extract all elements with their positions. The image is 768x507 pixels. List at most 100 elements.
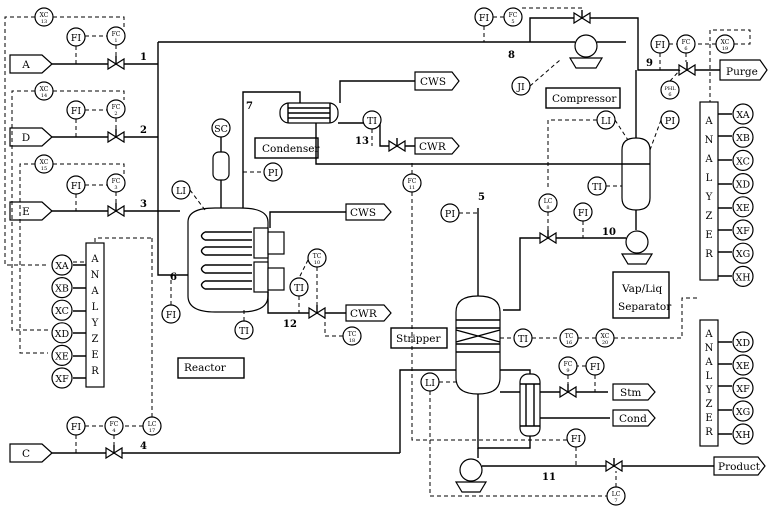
- valve-c[interactable]: [105, 445, 123, 460]
- fc6-controller: FC6: [676, 34, 696, 54]
- analyzer-label: XF: [55, 374, 69, 385]
- analyzer-xf-indicator: XF: [732, 377, 754, 399]
- svg-text:E: E: [22, 206, 30, 218]
- svg-text:18: 18: [349, 338, 355, 344]
- svg-text:PI: PI: [445, 209, 455, 220]
- svg-text:14: 14: [41, 93, 47, 99]
- svg-text:FI: FI: [578, 208, 589, 219]
- analyzer-label: XD: [736, 180, 751, 191]
- svg-text:TI: TI: [294, 283, 304, 294]
- purge-stream: Purge: [719, 59, 768, 81]
- svg-text:1: 1: [114, 38, 117, 44]
- ti-stripper: TI: [513, 328, 533, 348]
- svg-text:JI: JI: [516, 82, 525, 93]
- valve-purge[interactable]: [678, 62, 696, 77]
- svg-text:PHL: PHL: [664, 86, 676, 92]
- valve-steam[interactable]: [559, 384, 577, 399]
- svg-text:FC: FC: [682, 39, 691, 46]
- fi-product: FI: [566, 428, 586, 448]
- svg-text:Product: Product: [718, 461, 761, 473]
- cwr-condenser: CWR: [414, 137, 460, 155]
- svg-text:FC: FC: [112, 178, 121, 185]
- svg-text:CWS: CWS: [350, 207, 376, 219]
- svg-text:Reactor: Reactor: [184, 362, 227, 374]
- feed-a: A: [9, 54, 53, 74]
- analyzer-xd-indicator: XD: [732, 173, 754, 195]
- svg-text:XC: XC: [40, 159, 49, 166]
- lc7-controller: LC7: [606, 486, 626, 506]
- svg-text:6: 6: [170, 272, 177, 283]
- svg-text:Cond: Cond: [619, 413, 647, 425]
- ti-separator: TI: [587, 176, 607, 196]
- valve-product[interactable]: [605, 458, 623, 473]
- svg-text:XC: XC: [40, 86, 49, 93]
- svg-text:LC: LC: [148, 421, 157, 428]
- valve-recycle[interactable]: [573, 10, 591, 25]
- analyzer-xa-indicator: XA: [732, 103, 754, 125]
- analyzer-label: XC: [736, 156, 750, 167]
- analyzer-xb-indicator: XB: [51, 277, 73, 299]
- svg-text:LC: LC: [544, 198, 553, 205]
- svg-text:2: 2: [114, 111, 117, 117]
- svg-text:LC: LC: [612, 491, 621, 498]
- pi-separator: PI: [660, 110, 680, 130]
- cws-reactor: CWS: [345, 203, 392, 221]
- svg-text:17: 17: [149, 428, 155, 434]
- valve-condenser[interactable]: [388, 138, 406, 153]
- fi-recycle: FI: [474, 7, 494, 27]
- reactor-agitator: [212, 151, 230, 208]
- valve-e[interactable]: [107, 203, 125, 218]
- feed-d: D: [9, 127, 53, 147]
- analyzer-xd-indicator: XD: [51, 322, 73, 344]
- valve-sep-liquid[interactable]: [539, 230, 557, 245]
- svg-text:7: 7: [614, 498, 617, 504]
- reboiler: [519, 373, 541, 437]
- svg-text:XC: XC: [601, 333, 610, 340]
- svg-text:FI: FI: [655, 40, 666, 51]
- svg-text:XC: XC: [40, 12, 49, 19]
- analyzer-label: XG: [736, 249, 750, 260]
- valve-reactor-cw[interactable]: [308, 305, 326, 320]
- svg-text:6: 6: [684, 46, 687, 52]
- analyzer-xe-indicator: XE: [732, 196, 754, 218]
- svg-text:CWR: CWR: [419, 141, 447, 153]
- svg-text:FC: FC: [509, 12, 518, 19]
- fi-e-indicator: FI: [66, 175, 86, 195]
- analyzer-label: XD: [736, 338, 751, 349]
- svg-text:SC: SC: [214, 124, 228, 135]
- li-separator: LI: [596, 110, 616, 130]
- svg-text:LI: LI: [601, 116, 611, 127]
- li-reactor: LI: [171, 180, 191, 200]
- fi-c-indicator: FI: [66, 416, 86, 436]
- analyzer-label: XC: [55, 306, 69, 317]
- steam-stream: Stm: [612, 383, 656, 401]
- valve-d[interactable]: [107, 129, 125, 144]
- svg-text:TI: TI: [518, 334, 528, 345]
- vap-liq-separator: [621, 137, 651, 211]
- svg-text:6: 6: [668, 92, 671, 98]
- valve-a[interactable]: [107, 56, 125, 71]
- analyzer-xc-indicator: XC: [51, 299, 73, 321]
- analyzer-label: XF: [736, 384, 750, 395]
- product-stream: Product: [713, 456, 766, 476]
- fi-d-indicator: FI: [66, 100, 86, 120]
- product-pump: [454, 458, 488, 493]
- svg-text:2: 2: [140, 125, 147, 136]
- analyzer-xe-indicator: XE: [732, 354, 754, 376]
- fi-purge: FI: [650, 34, 670, 54]
- svg-text:Stm: Stm: [620, 387, 641, 399]
- lc8-controller: LC8: [538, 193, 558, 213]
- svg-text:TC: TC: [565, 333, 574, 340]
- analyzer-label: XB: [736, 133, 750, 144]
- svg-text:FI: FI: [71, 422, 82, 433]
